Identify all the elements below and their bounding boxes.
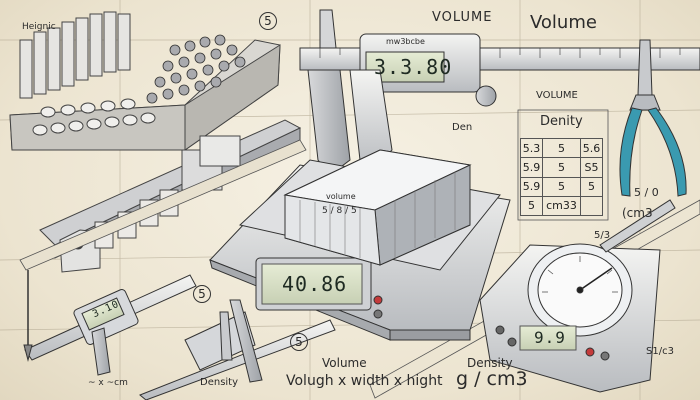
- x-cm-label: ~ x ~cm: [88, 378, 128, 388]
- meter: [479, 199, 676, 393]
- formula-bottom: Volugh x width x hight: [286, 373, 443, 389]
- table-cell: S5: [579, 157, 604, 178]
- density-label: Denity: [540, 114, 583, 129]
- heights-label: Heignic: [22, 22, 56, 32]
- left-ruler: [19, 139, 307, 271]
- block-fraction: 5 / 8 / 5: [322, 206, 357, 216]
- block-label: volume: [326, 192, 356, 201]
- cm3-right: (cm3: [622, 206, 653, 220]
- gauge-side-label-lower: S1/c3: [646, 346, 674, 357]
- table-cell: 5.9: [519, 157, 544, 178]
- circle-number-bottom: 5: [290, 333, 308, 351]
- density-table-frame: [517, 109, 609, 221]
- top-caliper: [299, 9, 700, 176]
- density-unit-bottom: g / cm3: [456, 368, 528, 390]
- gauge-side-label: 5/3: [594, 230, 611, 241]
- caliper-brand: mw3bcbe: [386, 37, 425, 46]
- table-cell: 5: [579, 176, 604, 197]
- circle-number-top: 5: [259, 12, 277, 30]
- table-cell: 5.3: [519, 137, 544, 159]
- volume-label-top-small: VOLUME: [432, 10, 493, 25]
- parts-tray: [9, 11, 281, 151]
- meter-display: 9.9: [534, 328, 566, 347]
- density-small-bottom: Density: [200, 377, 239, 388]
- table-cell: 5.6: [579, 137, 604, 159]
- bottom-caliper: [139, 299, 336, 400]
- table-cell: 5.9: [519, 176, 544, 197]
- volume-bottom-label: Volume: [322, 356, 367, 370]
- density-table: 5.3 5 5.6 5.9 5 S5 5.9 5 5 5 cm33: [519, 137, 604, 217]
- volume-label-right: VOLUME: [536, 90, 578, 101]
- circle-number-left: 5: [193, 285, 211, 303]
- den-label: Den: [452, 122, 473, 133]
- top-caliper-display: 3.3.80: [374, 55, 453, 79]
- table-cell: 5: [519, 195, 544, 217]
- table-cell: cm33: [542, 195, 581, 217]
- metal-block: [283, 149, 472, 266]
- density-bottom-label: Density: [467, 356, 513, 370]
- table-cell: [579, 195, 604, 217]
- fraction-right: 5 / 0: [634, 186, 659, 199]
- scale-display: 40.86: [282, 272, 348, 296]
- small-caliper: [23, 270, 197, 376]
- table-cell: 5: [542, 137, 581, 159]
- table-cell: 5: [542, 176, 581, 197]
- pliers: [619, 39, 687, 197]
- table-cell: 5: [542, 157, 581, 178]
- volume-label-top-big: Volume: [530, 12, 597, 33]
